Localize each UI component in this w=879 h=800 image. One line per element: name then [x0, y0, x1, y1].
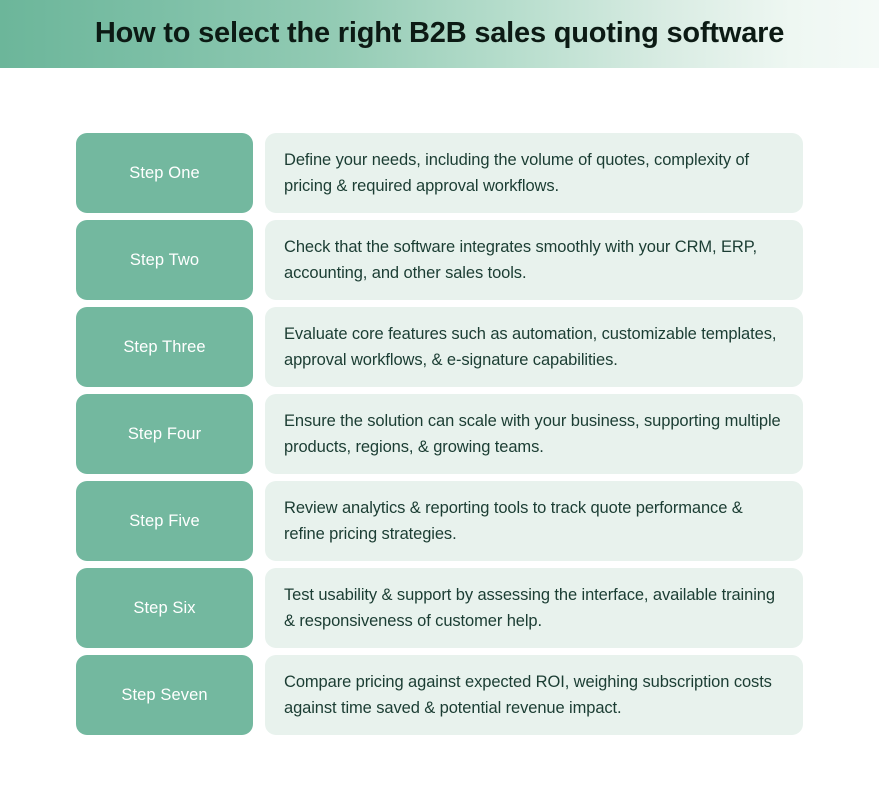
- step-label: Step Five: [129, 511, 200, 530]
- step-chip-six: Step Six: [76, 568, 253, 648]
- step-label: Step Four: [127, 424, 202, 443]
- row-spacer: [253, 568, 265, 648]
- row-spacer: [253, 394, 265, 474]
- step-label: Step Seven: [121, 685, 208, 704]
- step-description-text: Review analytics & reporting tools to tr…: [284, 498, 743, 543]
- row-spacer: [253, 481, 265, 561]
- step-description-text: Compare pricing against expected ROI, we…: [284, 672, 772, 717]
- row-spacer: [253, 220, 265, 300]
- step-row: Step Seven Compare pricing against expec…: [76, 655, 803, 735]
- row-spacer: [253, 307, 265, 387]
- step-chip-one: Step One: [76, 133, 253, 213]
- step-description-five: Review analytics & reporting tools to tr…: [265, 481, 803, 561]
- step-label: Step Two: [129, 250, 200, 269]
- step-description-four: Ensure the solution can scale with your …: [265, 394, 803, 474]
- step-description-six: Test usability & support by assessing th…: [265, 568, 803, 648]
- step-chip-five: Step Five: [76, 481, 253, 561]
- step-row: Step Five Review analytics & reporting t…: [76, 481, 803, 561]
- step-chip-two: Step Two: [76, 220, 253, 300]
- step-row: Step Four Ensure the solution can scale …: [76, 394, 803, 474]
- step-description-one: Define your needs, including the volume …: [265, 133, 803, 213]
- step-description-text: Define your needs, including the volume …: [284, 150, 750, 195]
- page-title: How to select the right B2B sales quotin…: [94, 17, 785, 50]
- step-description-two: Check that the software integrates smoot…: [265, 220, 803, 300]
- step-label: Step Three: [123, 337, 206, 356]
- step-label: Step Six: [133, 598, 196, 617]
- step-chip-three: Step Three: [76, 307, 253, 387]
- row-spacer: [253, 133, 265, 213]
- step-description-text: Check that the software integrates smoot…: [284, 237, 758, 282]
- step-description-three: Evaluate core features such as automatio…: [265, 307, 803, 387]
- step-description-text: Ensure the solution can scale with your …: [284, 411, 781, 456]
- header-banner: How to select the right B2B sales quotin…: [0, 0, 879, 68]
- step-label: Step One: [129, 163, 200, 182]
- row-spacer: [253, 655, 265, 735]
- step-description-text: Test usability & support by assessing th…: [284, 585, 775, 630]
- step-row: Step Two Check that the software integra…: [76, 220, 803, 300]
- step-row: Step One Define your needs, including th…: [76, 133, 803, 213]
- step-description-seven: Compare pricing against expected ROI, we…: [265, 655, 803, 735]
- step-row: Step Three Evaluate core features such a…: [76, 307, 803, 387]
- step-description-text: Evaluate core features such as automatio…: [284, 324, 777, 369]
- step-chip-seven: Step Seven: [76, 655, 253, 735]
- step-row: Step Six Test usability & support by ass…: [76, 568, 803, 648]
- step-chip-four: Step Four: [76, 394, 253, 474]
- steps-list: Step One Define your needs, including th…: [76, 133, 803, 735]
